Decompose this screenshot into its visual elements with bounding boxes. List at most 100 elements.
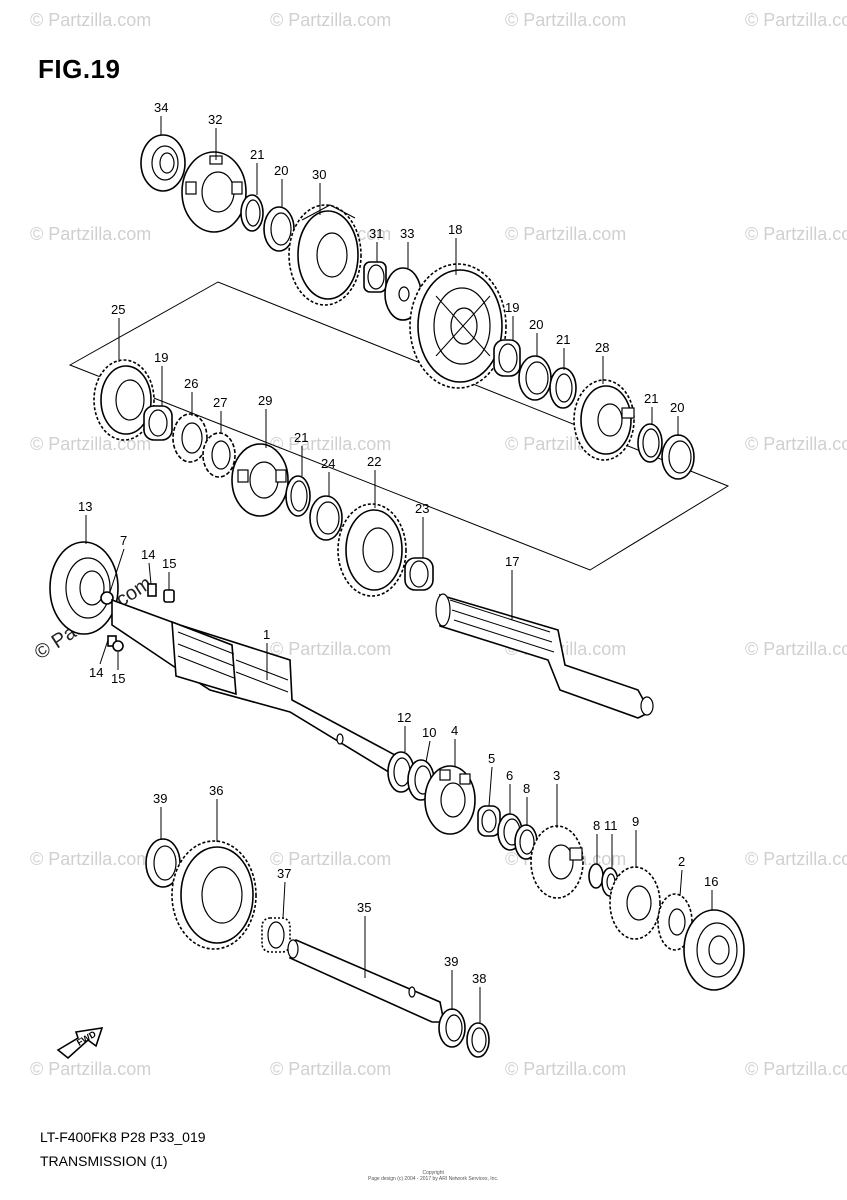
washer-20-mid[interactable] — [518, 355, 552, 401]
watermark-text: © Partzilla.com — [745, 434, 847, 454]
bearing-34[interactable] — [140, 134, 186, 192]
callout-35: 35 — [357, 900, 371, 915]
circlip-21-second[interactable] — [285, 475, 311, 517]
callout-14: 14 — [89, 665, 103, 680]
callout-7: 7 — [120, 533, 127, 548]
callout-17: 17 — [505, 554, 519, 569]
callout-10: 10 — [422, 725, 436, 740]
circlip-38[interactable] — [466, 1022, 490, 1058]
callout-25: 25 — [111, 302, 125, 317]
washer-24[interactable] — [309, 495, 343, 541]
callout-3: 3 — [553, 768, 560, 783]
copyright-line: Page design (c) 2004 - 2017 by ARI Netwo… — [368, 1176, 499, 1182]
washer-39-left[interactable] — [145, 838, 181, 888]
callout-27: 27 — [213, 395, 227, 410]
watermark-text: © Partzilla.com — [270, 10, 391, 30]
watermark-text: © Partzilla.com — [30, 1059, 151, 1079]
callout-33: 33 — [400, 226, 414, 241]
callout-1: 1 — [263, 627, 270, 642]
gear-36[interactable] — [171, 840, 257, 950]
bolt-14-15-lower[interactable] — [107, 635, 124, 652]
callout-37: 37 — [277, 866, 291, 881]
watermark-text: © Partzilla.com — [270, 434, 391, 454]
circlip-21-mid[interactable] — [549, 367, 577, 409]
washer-27[interactable] — [202, 432, 236, 478]
bearing-13[interactable] — [49, 541, 119, 635]
watermark-text: © Partzilla.com — [505, 1059, 626, 1079]
bushing-19-left[interactable] — [143, 405, 173, 441]
callout-14: 14 — [141, 547, 155, 562]
watermark-text: © Partzilla.com — [745, 10, 847, 30]
gear-25[interactable] — [93, 359, 155, 441]
callout-26: 26 — [184, 376, 198, 391]
gear-32[interactable] — [181, 151, 247, 233]
callout-11: 11 — [604, 818, 618, 833]
gear-22[interactable] — [337, 503, 407, 597]
watermark-text: © Partzilla.com — [270, 849, 391, 869]
bolt-14-15-upper[interactable] — [147, 583, 175, 603]
callout-34: 34 — [154, 100, 168, 115]
watermark-text: © Partzilla.com — [745, 224, 847, 244]
callout-numbers: 34 32 21 20 30 31 33 18 19 20 21 28 21 2… — [78, 100, 718, 986]
gear-18[interactable] — [409, 263, 507, 389]
callout-29: 29 — [258, 393, 272, 408]
circlip-21-right[interactable] — [637, 423, 663, 463]
callout-38: 38 — [472, 971, 486, 986]
watermark-text: © Partzilla.com — [505, 10, 626, 30]
bushing-31[interactable] — [363, 261, 387, 293]
section-name: TRANSMISSION (1) — [40, 1153, 168, 1169]
washer-20-right[interactable] — [661, 434, 695, 480]
callout-18: 18 — [448, 222, 462, 237]
gear-4[interactable] — [424, 765, 476, 835]
ball-7[interactable] — [100, 591, 114, 605]
callout-20: 20 — [670, 400, 684, 415]
callout-4: 4 — [451, 723, 458, 738]
callout-15: 15 — [162, 556, 176, 571]
circlip-8-right[interactable] — [588, 863, 604, 889]
gear-29[interactable] — [231, 443, 289, 517]
bushing-5[interactable] — [477, 805, 501, 837]
callout-13: 13 — [78, 499, 92, 514]
shaft-35[interactable] — [287, 938, 445, 1023]
watermark-text: © Partzilla.com — [30, 224, 151, 244]
callout-21: 21 — [250, 147, 264, 162]
callout-36: 36 — [209, 783, 223, 798]
callout-8: 8 — [593, 818, 600, 833]
mainshaft-1[interactable] — [111, 598, 401, 775]
callout-2: 2 — [678, 854, 685, 869]
needle-bearing-37[interactable] — [261, 917, 291, 953]
washer-20-top[interactable] — [263, 206, 295, 252]
watermark-text: © Partzilla.com — [30, 10, 151, 30]
bearing-16[interactable] — [683, 909, 745, 991]
callout-39: 39 — [444, 954, 458, 969]
callout-31: 31 — [369, 226, 383, 241]
copyright-notice: Copyright Page design (c) 2004 - 2017 by… — [368, 1170, 498, 1182]
watermark-text: © Partzilla.com — [505, 224, 626, 244]
gear-3[interactable] — [530, 825, 584, 899]
copyright-line: Copyright — [422, 1170, 444, 1176]
callout-30: 30 — [312, 167, 326, 182]
gear-30[interactable] — [288, 204, 362, 306]
callout-20: 20 — [529, 317, 543, 332]
circlip-21-top[interactable] — [240, 194, 264, 232]
callout-12: 12 — [397, 710, 411, 725]
bushing-19-top[interactable] — [493, 339, 521, 377]
callout-8: 8 — [523, 781, 530, 796]
callout-19: 19 — [505, 300, 519, 315]
circlip-8-left[interactable] — [514, 824, 538, 860]
callout-9: 9 — [632, 814, 639, 829]
figure-title: FIG.19 — [38, 54, 121, 84]
gear-28[interactable] — [573, 379, 635, 461]
callout-19: 19 — [154, 350, 168, 365]
bushing-23[interactable] — [404, 557, 434, 591]
watermark-text: © Partzilla.com — [270, 1059, 391, 1079]
countershaft-17[interactable] — [435, 593, 654, 719]
callout-23: 23 — [415, 501, 429, 516]
model-code: LT-F400FK8 P28 P33_019 — [40, 1129, 206, 1145]
callout-39: 39 — [153, 791, 167, 806]
leader-lines — [85, 116, 713, 1024]
washer-39-right[interactable] — [438, 1008, 466, 1048]
washer-26[interactable] — [172, 413, 208, 463]
gear-9[interactable] — [609, 866, 661, 940]
